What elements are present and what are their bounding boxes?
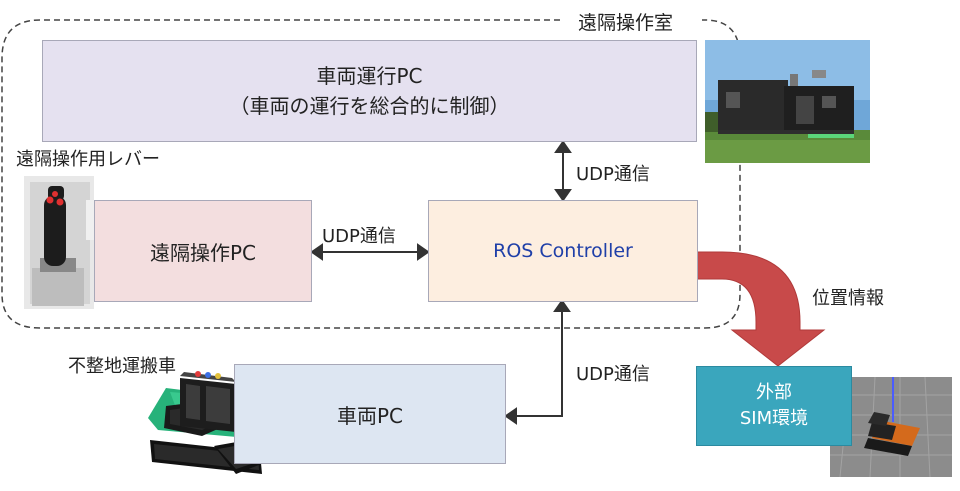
ros-controller-box[interactable]: ROS Controller	[428, 200, 698, 302]
udp-arrow-bottom	[504, 299, 571, 425]
vehicle-pc-box[interactable]: 車両PC	[234, 364, 506, 464]
remote-pc-label: 遠隔操作PC	[149, 240, 257, 265]
vehicle-ops-pc-title: 車両運行PC	[316, 64, 423, 88]
vehicle-ops-pc-box[interactable]: 車両運行PC （車両の運行を総合的に制御）	[42, 40, 697, 142]
joystick-image	[24, 176, 94, 309]
room-label: 遠隔操作室	[575, 8, 677, 35]
ros-controller-label: ROS Controller	[493, 240, 633, 262]
udp-arrow-top	[554, 140, 572, 202]
udp-mid-label: UDP通信	[322, 226, 396, 247]
udp-bottom-label: UDP通信	[576, 364, 650, 385]
sim-box[interactable]: 外部 SIM環境	[696, 366, 852, 446]
udp-arrow-mid	[310, 243, 430, 261]
room-photo	[705, 40, 870, 163]
position-arrow	[685, 251, 826, 367]
lever-label: 遠隔操作用レバー	[16, 149, 160, 170]
rough-terrain-label: 不整地運搬車	[68, 356, 176, 377]
sim-line1: 外部	[756, 382, 792, 403]
sim-line2: SIM環境	[739, 408, 809, 429]
vehicle-pc-label: 車両PC	[336, 403, 404, 428]
vehicle-ops-pc-subtitle: （車両の運行を総合的に制御）	[229, 94, 510, 118]
position-label: 位置情報	[812, 288, 884, 309]
room-boundary	[1, 19, 741, 329]
udp-top-label: UDP通信	[576, 164, 650, 185]
sim-image	[830, 376, 952, 478]
remote-pc-box[interactable]: 遠隔操作PC	[94, 200, 312, 302]
